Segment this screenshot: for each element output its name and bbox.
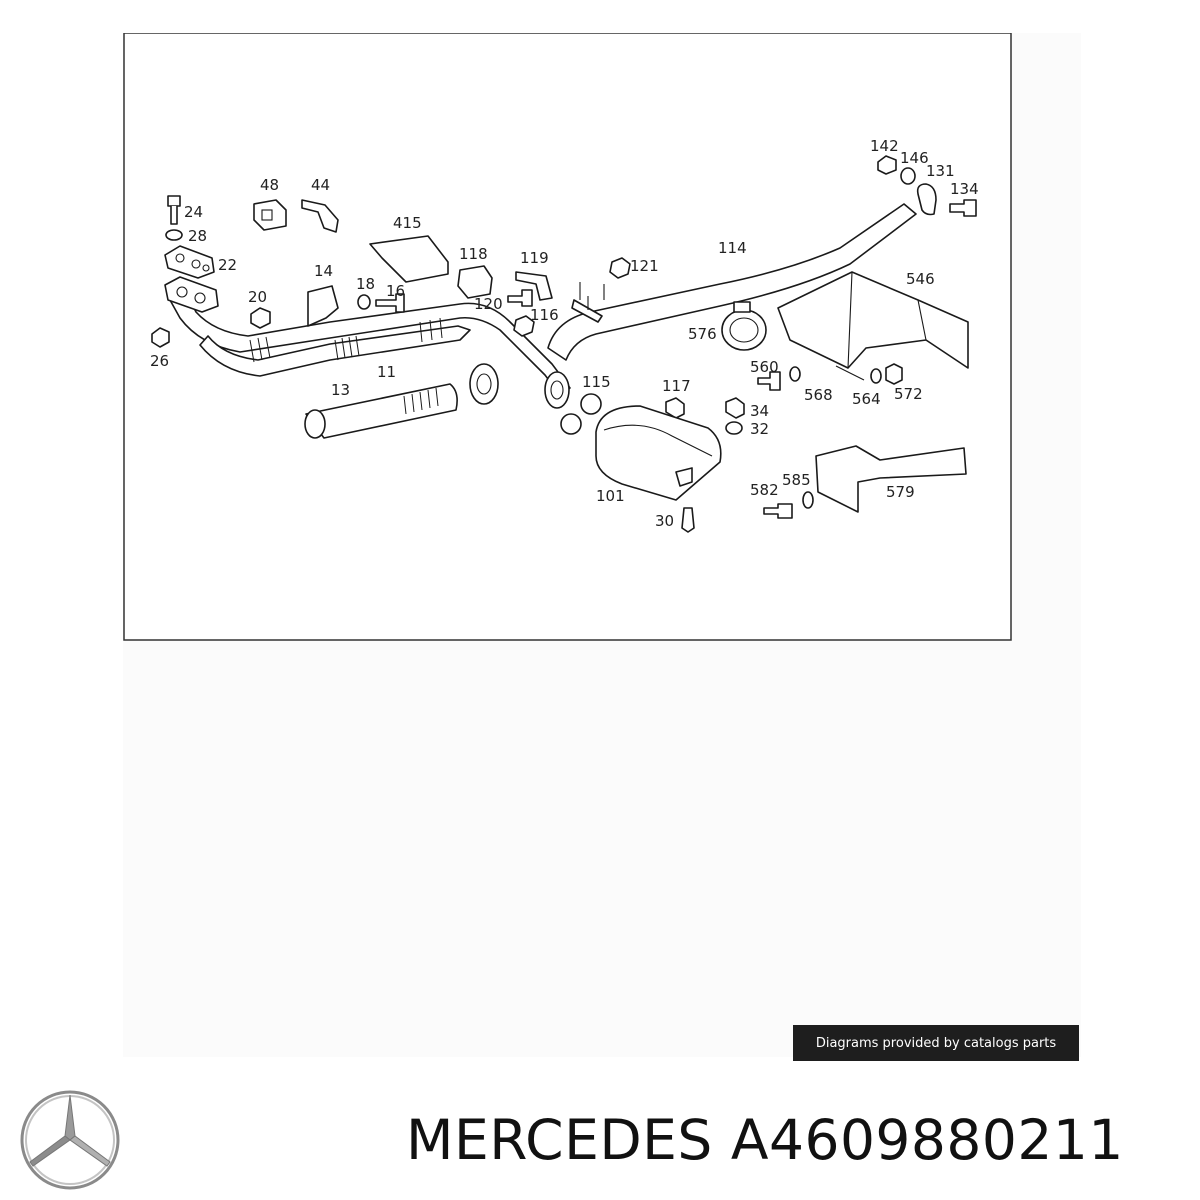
mercedes-star-icon <box>20 1090 120 1190</box>
washer-28-part <box>165 229 183 241</box>
callout-572: 572 <box>894 385 923 403</box>
heat-shield-546-part <box>777 271 969 369</box>
clamp-131-part <box>916 183 937 216</box>
washer-568-part <box>789 366 801 382</box>
callout-564: 564 <box>852 390 881 408</box>
front-pipe-part <box>169 291 571 409</box>
washer-18-part <box>357 294 371 310</box>
callout-585: 585 <box>782 471 811 489</box>
callout-115: 115 <box>582 373 611 391</box>
callout-44: 44 <box>311 176 330 194</box>
callout-11: 11 <box>377 363 396 381</box>
bolt-560-part <box>757 371 781 391</box>
flange-gasket-part <box>164 245 219 313</box>
callout-22: 22 <box>218 256 237 274</box>
washer-564-part <box>870 368 882 384</box>
nut-142-part <box>877 155 897 175</box>
callout-20: 20 <box>248 288 267 306</box>
callout-32: 32 <box>750 420 769 438</box>
flex-pipe-13-part <box>304 383 458 439</box>
callout-131: 131 <box>926 162 955 180</box>
callout-119: 119 <box>520 249 549 267</box>
bracket-579-part <box>815 445 967 513</box>
callout-labels: 24 28 22 48 44 415 14 18 16 20 118 119 120 116 121 114 1… <box>150 137 979 530</box>
callout-24: 24 <box>184 203 203 221</box>
washer-146-part <box>900 167 916 185</box>
nut-121-part <box>609 257 631 279</box>
nut-116-part <box>513 315 535 337</box>
heat-shield-415-part <box>369 235 449 283</box>
callout-26: 26 <box>150 352 169 370</box>
nut-34-part <box>725 397 745 419</box>
callout-16: 16 <box>386 282 405 300</box>
bracket-14-part <box>307 285 339 327</box>
callout-121: 121 <box>630 257 659 275</box>
callout-30: 30 <box>655 512 674 530</box>
callout-579: 579 <box>886 483 915 501</box>
bolt-24-part <box>167 195 181 225</box>
bracket-44-part <box>301 199 339 233</box>
clamp-576-part <box>721 301 767 351</box>
callout-582: 582 <box>750 481 779 499</box>
bolt-134-part <box>949 199 977 217</box>
rubber-mount-48-part <box>253 199 287 231</box>
callout-48: 48 <box>260 176 279 194</box>
callout-18: 18 <box>356 275 375 293</box>
muffler-101-part <box>595 405 722 501</box>
callout-114: 114 <box>718 239 747 257</box>
nut-20-part <box>250 307 271 329</box>
callout-116: 116 <box>530 306 559 324</box>
callout-546: 546 <box>906 270 935 288</box>
callout-146: 146 <box>900 149 929 167</box>
callout-14: 14 <box>314 262 333 280</box>
bracket-119-part <box>515 271 553 301</box>
callout-118: 118 <box>459 245 488 263</box>
washer-585-part <box>802 491 814 509</box>
callout-576: 576 <box>688 325 717 343</box>
callout-560: 560 <box>750 358 779 376</box>
nut-26-part <box>151 327 170 348</box>
washer-32-part <box>725 421 743 435</box>
callout-28: 28 <box>188 227 207 245</box>
rubber-mount-118-part <box>457 265 493 299</box>
exhaust-system-diagram: 24 28 22 48 44 415 14 18 16 20 118 119 120 116 121 114 1… <box>123 33 1012 641</box>
callout-142: 142 <box>870 137 899 155</box>
diagram-panel: 24 28 22 48 44 415 14 18 16 20 118 119 120 116 121 114 1… <box>123 33 1081 1057</box>
nut-117-part <box>665 397 685 419</box>
nut-572-part <box>885 363 903 385</box>
callout-415: 415 <box>393 214 422 232</box>
callout-120: 120 <box>474 295 503 313</box>
gasket-115-upper-part <box>580 393 602 415</box>
callout-568: 568 <box>804 386 833 404</box>
callout-34: 34 <box>750 402 769 420</box>
callout-117: 117 <box>662 377 691 395</box>
bolt-120-part <box>507 289 533 307</box>
sensor-30-part <box>681 507 695 533</box>
bolt-16-part <box>375 293 405 313</box>
gasket-115-lower-part <box>560 413 582 435</box>
callout-101: 101 <box>596 487 625 505</box>
part-number-title: MERCEDES A4609880211 <box>406 1108 1124 1172</box>
bolt-582-part <box>763 503 793 519</box>
credit-badge: Diagrams provided by catalogs parts <box>793 1025 1079 1061</box>
callout-134: 134 <box>950 180 979 198</box>
leader-lines <box>579 282 865 381</box>
callout-13: 13 <box>331 381 350 399</box>
